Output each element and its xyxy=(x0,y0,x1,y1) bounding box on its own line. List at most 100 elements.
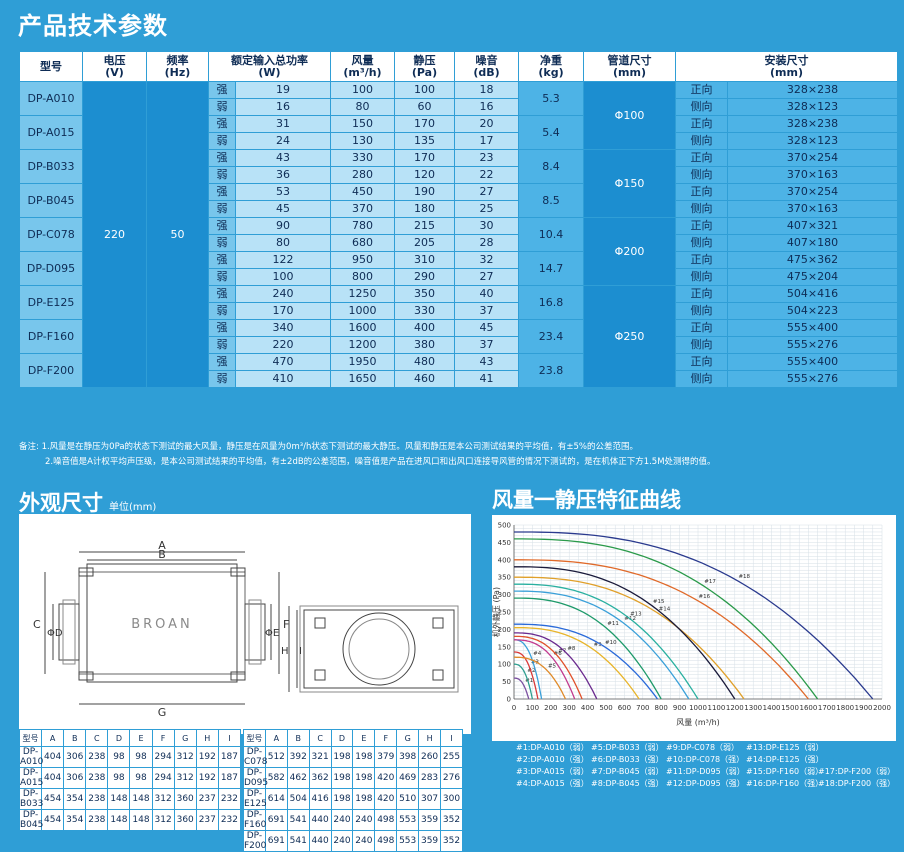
dims-value-cell: 440 xyxy=(308,809,332,831)
dims-value-cell: 469 xyxy=(396,767,420,789)
x-tick-label: 1000 xyxy=(689,704,707,712)
power-cell: 90 xyxy=(235,217,331,235)
orientation-cell: 侧向 xyxy=(675,336,728,354)
level-cell: 强 xyxy=(208,183,236,201)
model-cell: DP-B033 xyxy=(19,149,83,184)
dims-value-cell: 312 xyxy=(173,767,197,789)
x-tick-label: 200 xyxy=(544,704,557,712)
dims-value-cell: 454 xyxy=(41,788,65,810)
series-line-9 xyxy=(514,627,640,700)
pressure-cell: 380 xyxy=(394,336,455,354)
noise-cell: 17 xyxy=(454,132,519,150)
install-size-cell: 555×400 xyxy=(727,353,898,371)
x-tick-label: 2000 xyxy=(873,704,891,712)
dims-value-cell: 498 xyxy=(374,830,398,852)
dims-value-cell: 440 xyxy=(308,830,332,852)
duct-size-cell: Φ100 xyxy=(583,81,676,150)
weight-cell: 8.4 xyxy=(518,149,584,184)
level-cell: 强 xyxy=(208,319,236,337)
pressure-cell: 290 xyxy=(394,268,455,286)
orientation-cell: 正向 xyxy=(675,217,728,235)
dims-header-cell: H xyxy=(418,729,442,747)
install-size-cell: 328×123 xyxy=(727,132,898,150)
airflow-cell: 130 xyxy=(330,132,395,150)
level-cell: 强 xyxy=(208,285,236,303)
y-axis-label: 机外静压 (Pa) xyxy=(492,587,501,637)
dims-value-cell: 148 xyxy=(107,809,131,831)
model-cell: DP-D095 xyxy=(19,251,83,286)
series-label-6: #6 xyxy=(554,651,563,657)
dims-value-cell: 404 xyxy=(41,767,65,789)
x-tick-label: 600 xyxy=(618,704,631,712)
airflow-cell: 1250 xyxy=(330,285,395,303)
series-label-5: #5 xyxy=(548,663,557,669)
dims-value-cell: 192 xyxy=(195,767,219,789)
dims-model-cell: DP-B033 xyxy=(18,788,44,810)
spec-header-cell: 额定输入总功率 (W) xyxy=(208,51,331,82)
install-size-cell: 328×123 xyxy=(727,98,898,116)
model-cell: DP-B045 xyxy=(19,183,83,218)
y-tick-label: 300 xyxy=(498,591,511,599)
orientation-cell: 正向 xyxy=(675,149,728,167)
model-cell: DP-F200 xyxy=(19,353,83,388)
note-1: 备注: 1.风量是在静压为0Pa的状态下测试的最大风量，静压是在风量为0m³/h… xyxy=(19,442,638,452)
dims-value-cell: 98 xyxy=(129,746,153,768)
pressure-cell: 170 xyxy=(394,115,455,133)
x-tick-label: 800 xyxy=(655,704,668,712)
install-size-cell: 407×321 xyxy=(727,217,898,235)
pressure-cell: 135 xyxy=(394,132,455,150)
dim-label-d: ΦD xyxy=(47,628,63,639)
legend-entry: #11:DP-D095（弱） xyxy=(666,767,745,776)
dims-value-cell: 148 xyxy=(107,788,131,810)
dims-value-cell: 237 xyxy=(195,809,219,831)
dims-value-cell: 312 xyxy=(173,746,197,768)
dims-value-cell: 238 xyxy=(85,788,109,810)
dims-header-cell: D xyxy=(330,729,354,747)
install-size-cell: 555×276 xyxy=(727,336,898,354)
install-size-cell: 504×416 xyxy=(727,285,898,303)
level-cell: 强 xyxy=(208,115,236,133)
orientation-cell: 正向 xyxy=(675,183,728,201)
model-cell: DP-A010 xyxy=(19,81,83,116)
dims-header-cell: B xyxy=(63,729,87,747)
orientation-cell: 侧向 xyxy=(675,302,728,320)
install-size-cell: 328×238 xyxy=(727,115,898,133)
dims-value-cell: 198 xyxy=(330,746,354,768)
dims-value-cell: 98 xyxy=(107,746,131,768)
series-label-17: #17 xyxy=(704,579,716,585)
x-axis-label: 风量 (m³/h) xyxy=(676,718,720,727)
dims-header-cell: C xyxy=(308,729,332,747)
noise-cell: 41 xyxy=(454,370,519,388)
level-cell: 弱 xyxy=(208,98,236,116)
x-tick-label: 1600 xyxy=(799,704,817,712)
weight-cell: 5.4 xyxy=(518,115,584,150)
level-cell: 弱 xyxy=(208,268,236,286)
y-tick-label: 200 xyxy=(498,626,511,634)
level-cell: 弱 xyxy=(208,370,236,388)
dims-value-cell: 359 xyxy=(418,809,442,831)
legend-column: #9:DP-C078（弱）#10:DP-C078（强）#11:DP-D095（弱… xyxy=(666,742,745,790)
dims-value-cell: 420 xyxy=(374,788,398,810)
series-label-14: #14 xyxy=(659,606,671,612)
dims-value-cell: 240 xyxy=(352,830,376,852)
airflow-cell: 1600 xyxy=(330,319,395,337)
dims-header-cell: A xyxy=(264,729,288,747)
dim-label-c: C xyxy=(33,618,41,631)
dims-value-cell: 255 xyxy=(440,746,463,768)
series-line-5 xyxy=(514,656,567,700)
y-tick-label: 400 xyxy=(498,556,511,564)
series-label-3: #3 xyxy=(531,660,540,666)
airflow-cell: 950 xyxy=(330,251,395,269)
dims-model-cell: DP-F200 xyxy=(243,830,267,852)
note-2: 2.噪音值是A计权平均声压级，是本公司测试结果的平均值，有±2dB的公差范围，噪… xyxy=(45,457,716,467)
dims-value-cell: 553 xyxy=(396,830,420,852)
